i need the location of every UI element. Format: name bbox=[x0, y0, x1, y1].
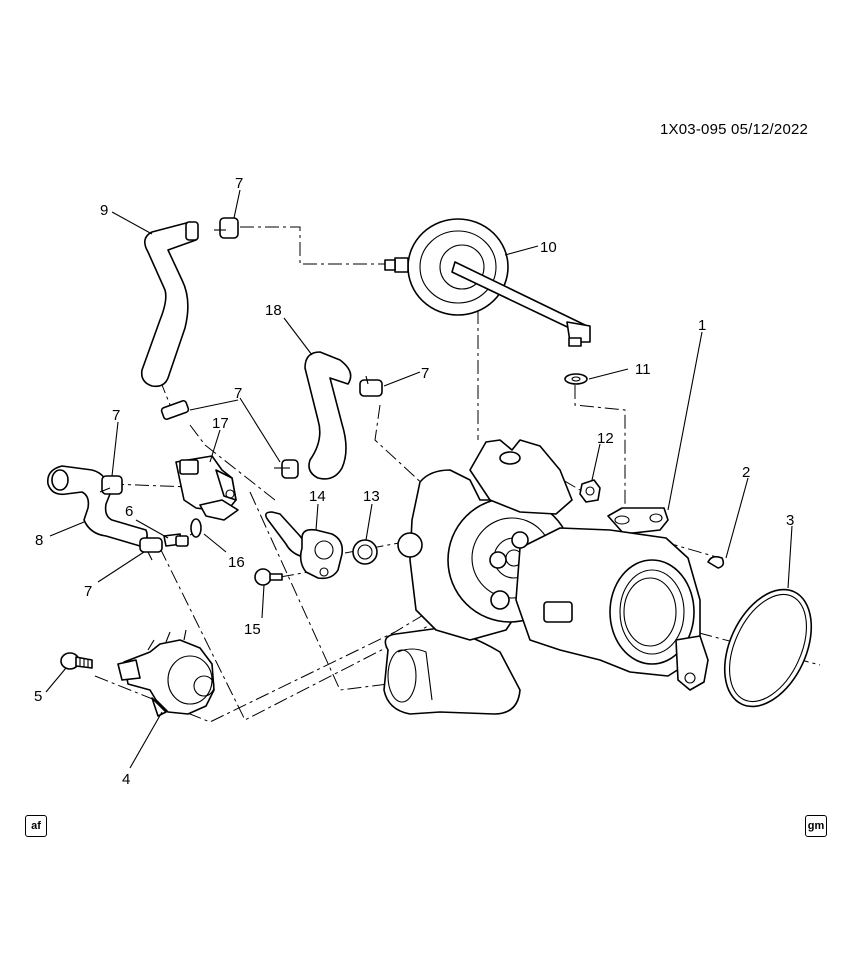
nut bbox=[579, 479, 601, 503]
callout-16: 16 bbox=[228, 554, 245, 571]
wastegate-actuator bbox=[384, 218, 591, 347]
callout-13: 13 bbox=[363, 488, 380, 505]
washer bbox=[564, 373, 588, 385]
callout-4: 4 bbox=[122, 771, 130, 788]
outlet-pipe-fitting bbox=[264, 511, 344, 580]
o-ring-seal bbox=[352, 539, 378, 565]
callout-10: 10 bbox=[540, 239, 557, 256]
clamp-icon bbox=[214, 217, 239, 239]
af-badge-icon: af bbox=[25, 815, 47, 837]
screw bbox=[254, 568, 283, 586]
callout-7-left: 7 bbox=[112, 407, 120, 424]
callout-6: 6 bbox=[125, 503, 133, 520]
callout-8: 8 bbox=[35, 532, 43, 549]
middle-hose bbox=[304, 351, 352, 480]
callout-1: 1 bbox=[698, 317, 706, 334]
callout-7-right: 7 bbox=[421, 365, 429, 382]
gasket-ring bbox=[723, 588, 813, 708]
callout-11: 11 bbox=[635, 361, 651, 378]
clamp-icon bbox=[99, 475, 123, 495]
callout-3: 3 bbox=[786, 512, 794, 529]
callout-7-bottom: 7 bbox=[84, 583, 92, 600]
callout-2: 2 bbox=[742, 464, 750, 481]
electronic-actuator-valve bbox=[117, 629, 215, 717]
clamp-icon bbox=[359, 375, 383, 397]
diagram-reference-date: 1X03-095 05/12/2022 bbox=[660, 121, 809, 138]
callout-14: 14 bbox=[309, 488, 326, 505]
upper-vacuum-hose bbox=[140, 221, 199, 388]
callout-12: 12 bbox=[597, 430, 614, 447]
solenoid-valve bbox=[175, 455, 239, 521]
callout-7-mid-left: 7 bbox=[234, 385, 242, 402]
bolt bbox=[60, 652, 93, 670]
bolt-and-seal bbox=[163, 518, 202, 547]
callout-5: 5 bbox=[34, 688, 42, 705]
callout-9: 9 bbox=[100, 202, 108, 219]
gm-logo-icon: gm bbox=[805, 815, 827, 837]
leader-lines bbox=[45, 189, 793, 769]
clamp-icon bbox=[139, 537, 163, 561]
lower-left-hose bbox=[46, 465, 148, 547]
clamp-icon bbox=[274, 459, 299, 479]
callout-numbers: 1 2 3 4 5 6 7 7 7 7 7 7 8 9 10 11 12 13 … bbox=[34, 175, 794, 788]
clamp-icon bbox=[160, 399, 190, 421]
callout-15: 15 bbox=[244, 621, 261, 638]
callout-7-top: 7 bbox=[235, 175, 243, 192]
callout-17: 17 bbox=[212, 415, 229, 432]
turbocharger-assembly bbox=[383, 439, 709, 715]
retaining-clip bbox=[707, 555, 725, 569]
callout-18: 18 bbox=[265, 302, 282, 319]
